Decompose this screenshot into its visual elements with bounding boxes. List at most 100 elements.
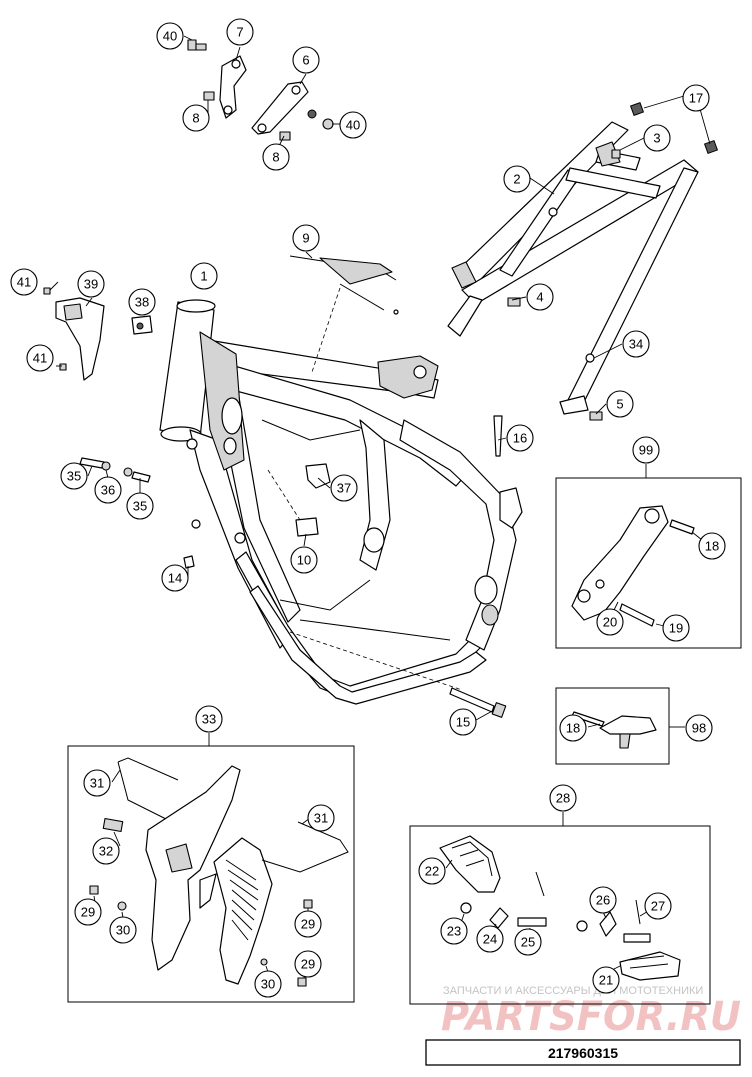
group-box-33: [67, 745, 355, 1003]
bolts-35-36: [79, 457, 151, 483]
callout-40: 40: [339, 111, 367, 139]
callout-35: 35: [126, 492, 154, 520]
callout-38: 38: [128, 288, 156, 316]
callout-number: 6: [302, 53, 309, 68]
callout-number: 7: [236, 25, 243, 40]
callout-number: 17: [689, 91, 703, 106]
callout-number: 39: [84, 277, 98, 292]
callout-number: 35: [67, 469, 81, 484]
callout-number: 23: [447, 924, 461, 939]
callout-31: 31: [83, 769, 111, 797]
bracket-39: [43, 287, 105, 381]
callout-number: 98: [692, 721, 706, 736]
watermark-logo: PARTSFOR.RU: [441, 994, 741, 1040]
callout-number: 24: [483, 932, 497, 947]
callouts: 40 7 6 8 8 40 17 32 4 34 5 9 14 1 39 38 41 16 99 37 35 36 35 10…: [10, 18, 726, 998]
callout-7: 7: [226, 18, 254, 46]
callout-39: 39: [77, 270, 105, 298]
callout-number: 22: [425, 864, 439, 879]
callout-number: 15: [456, 715, 470, 730]
callout-10: 10: [290, 546, 318, 574]
callout-number: 34: [629, 337, 643, 352]
callout-number: 5: [616, 397, 623, 412]
callout-number: 40: [163, 29, 177, 44]
callout-number: 18: [566, 721, 580, 736]
callout-number: 99: [639, 443, 653, 458]
group-leaders: [208, 464, 685, 826]
callout-4: 4: [526, 283, 554, 311]
callout-number: 38: [135, 295, 149, 310]
callout-number: 20: [603, 615, 617, 630]
callout-25: 25: [514, 928, 542, 956]
callout-18: 18: [698, 532, 726, 560]
callout-8: 8: [262, 143, 290, 171]
callout-20: 20: [596, 608, 624, 636]
watermark-caption: ЗАПЧАСТИ И АКСЕССУАРЫ ДЛЯ МОТОТЕХНИКИ: [443, 985, 703, 997]
callout-number: 37: [337, 481, 351, 496]
callout-29: 29: [294, 950, 322, 978]
callout-23: 23: [440, 917, 468, 945]
callout-number: 8: [192, 111, 199, 126]
callout-number: 21: [599, 973, 613, 988]
callout-99: 99: [632, 436, 660, 464]
footpeg-bracket-99: [571, 505, 695, 627]
engine-hanger-7: [219, 55, 247, 119]
callout-26: 26: [589, 886, 617, 914]
callout-number: 18: [705, 539, 719, 554]
clip-37: [305, 463, 331, 489]
callout-number: 26: [596, 893, 610, 908]
callout-98: 98: [685, 714, 713, 742]
bolts-hardware-top: [187, 39, 334, 141]
callout-14: 14: [161, 564, 189, 592]
callout-15: 15: [449, 708, 477, 736]
callout-number: 41: [33, 351, 47, 366]
callout-2: 2: [503, 165, 531, 193]
callout-22: 22: [418, 857, 446, 885]
callout-16: 16: [506, 424, 534, 452]
callout-number: 29: [301, 957, 315, 972]
callout-29: 29: [294, 910, 322, 938]
callout-number: 19: [669, 621, 683, 636]
callout-30: 30: [254, 970, 282, 998]
bolt-14: [183, 555, 195, 569]
callout-32: 32: [92, 837, 120, 865]
callout-18: 18: [559, 714, 587, 742]
callout-number: 36: [101, 483, 115, 498]
callout-number: 16: [513, 431, 527, 446]
axle-bolt-15: [449, 687, 507, 718]
callout-8: 8: [182, 104, 210, 132]
callout-number: 29: [301, 917, 315, 932]
callout-19: 19: [662, 614, 690, 642]
subframe-hardware: [507, 101, 719, 421]
callout-28: 28: [549, 784, 577, 812]
callout-31: 31: [307, 804, 335, 832]
callout-number: 33: [202, 712, 216, 727]
callout-24: 24: [476, 925, 504, 953]
frame-protectors-33: [89, 757, 349, 987]
callout-34: 34: [622, 330, 650, 358]
subframe: [447, 121, 699, 415]
footpegs-28: [439, 835, 681, 981]
callout-29: 29: [74, 898, 102, 926]
callout-number: 28: [556, 791, 570, 806]
callout-number: 9: [302, 231, 309, 246]
callout-37: 37: [330, 474, 358, 502]
callout-41: 41: [26, 344, 54, 372]
callout-36: 36: [94, 476, 122, 504]
callout-5: 5: [606, 390, 634, 418]
callout-number: 8: [272, 150, 279, 165]
clip-38: [131, 315, 153, 335]
cable-9: [289, 255, 399, 315]
callout-number: 10: [297, 553, 311, 568]
callout-1: 1: [190, 262, 218, 290]
engine-hanger-6: [251, 81, 309, 135]
callout-number: 14: [168, 571, 182, 586]
part-number-box: 217960315: [425, 1039, 741, 1066]
callout-number: 40: [346, 118, 360, 133]
group-box-28: [409, 825, 711, 1005]
callout-number: 31: [90, 776, 104, 791]
callout-17: 17: [682, 84, 710, 112]
watermark: ЗАПЧАСТИ И АКСЕССУАРЫ ДЛЯ МОТОТЕХНИКИ PA…: [441, 985, 741, 1040]
callout-21: 21: [592, 966, 620, 994]
